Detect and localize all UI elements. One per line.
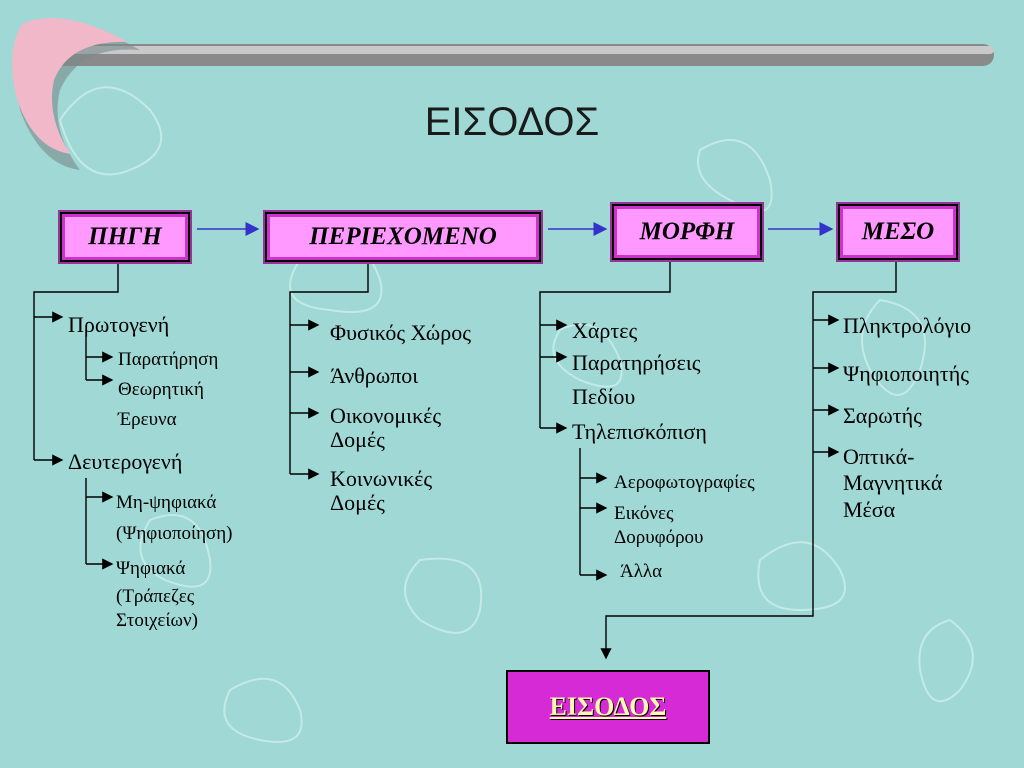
label-sarotis: Σαρωτής xyxy=(843,403,922,428)
label-mesa: Μέσα xyxy=(843,497,896,522)
label-magnitika: Μαγνητικά xyxy=(843,470,943,495)
label-chartes: Χάρτες xyxy=(572,318,638,343)
label-eikones: Εικόνες xyxy=(614,503,674,524)
label-pediou: Πεδίου xyxy=(572,384,636,409)
label-defterogeni: Δευτερογενή xyxy=(68,449,183,474)
page-title: ΕΙΣΟΔΟΣ xyxy=(424,100,600,144)
label-fysikos-xoros: Φυσικός Χώρος xyxy=(330,320,471,345)
label-mi-psifiaka: Μη-ψηφιακά xyxy=(116,492,217,513)
label-aerofotografies: Αεροφωτογραφίες xyxy=(614,472,755,493)
box-pigi: ΠΗΓΗ xyxy=(58,210,192,264)
box-periexomeno: ΠΕΡΙΕΧΟΜΕΝΟ xyxy=(263,210,543,264)
label-koinonikes-domes: Δομές xyxy=(330,490,385,515)
box-morfi: ΜΟΡΦΗ xyxy=(610,202,764,262)
label-psifiaka: Ψηφιακά xyxy=(116,558,186,579)
label-doryforou: Δορυφόρου xyxy=(614,527,704,548)
label-optika: Οπτικά- xyxy=(843,444,915,469)
label-protogeni: Πρωτογενή xyxy=(68,312,170,337)
label-oikonomikes-domes: Δομές xyxy=(330,427,385,452)
label-anthropoi: Άνθρωποι xyxy=(330,363,419,388)
label-psifiopoiisi: (Ψηφιοποίηση) xyxy=(116,523,233,544)
box-eisodos: ΕΙΣΟΔΟΣ xyxy=(506,670,710,744)
label-paratiriseis: Παρατηρήσεις xyxy=(572,350,701,375)
label-alla: Άλλα xyxy=(620,561,663,582)
label-pliktrologio: Πληκτρολόγιο xyxy=(843,313,972,338)
box-meso: ΜΕΣΟ xyxy=(836,202,960,262)
label-theoritiki: Θεωρητική xyxy=(118,379,204,400)
label-koinonikes: Κοινωνικές xyxy=(330,466,433,491)
label-erevna: Έρευνα xyxy=(118,409,177,430)
label-oikonomikes: Οικονομικές xyxy=(330,403,442,428)
label-paratirisi: Παρατήρηση xyxy=(118,349,219,370)
label-psifiopoiitis: Ψηφιοποιητής xyxy=(843,361,969,386)
label-stoixeion: Στοιχείων) xyxy=(116,610,198,631)
label-tilepiskopisi: Τηλεπισκόπιση xyxy=(572,419,707,444)
label-trapezes: (Τράπεζες xyxy=(116,586,195,607)
